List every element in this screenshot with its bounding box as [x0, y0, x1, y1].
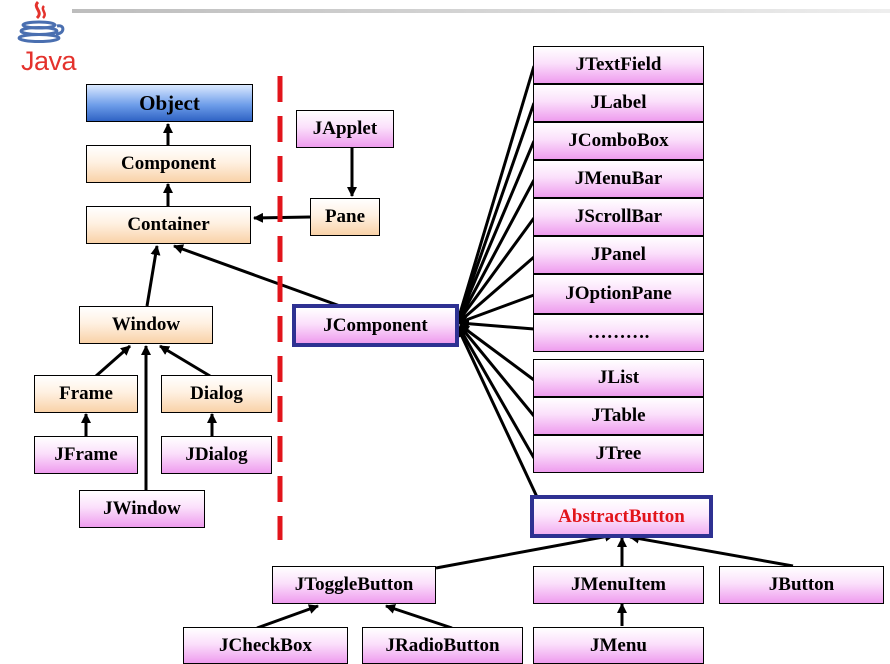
node-jwindow: JWindow	[79, 490, 205, 528]
node-container: Container	[86, 206, 251, 244]
java-cup-icon	[17, 0, 65, 43]
node-dialog: Dialog	[161, 375, 272, 413]
node-abstractbutton: AbstractButton	[530, 495, 713, 538]
node-object: Object	[86, 84, 253, 122]
node-jtogglebutton: JToggleButton	[272, 566, 436, 604]
node-jmenubar: JMenuBar	[533, 160, 704, 198]
header-rule	[72, 9, 890, 13]
node-jtextfield: JTextField	[533, 46, 704, 84]
node-jpanel: JPanel	[533, 236, 704, 274]
node-jcombobox: JComboBox	[533, 122, 704, 160]
node-japplet: JApplet	[296, 110, 394, 148]
node-joptionpane: JOptionPane	[533, 274, 704, 314]
node-jframe: JFrame	[34, 436, 138, 474]
node-pane: Pane	[310, 198, 380, 236]
node-jscrollbar: JScrollBar	[533, 198, 704, 236]
node-jtable: JTable	[533, 397, 704, 435]
node-window: Window	[79, 306, 213, 344]
java-logo-text: Java	[21, 46, 77, 76]
node-frame: Frame	[34, 375, 138, 413]
node-jlist: JList	[533, 359, 704, 397]
node-component: Component	[86, 145, 251, 183]
node-jlabel: JLabel	[533, 84, 704, 122]
node-jmenu: JMenu	[533, 627, 704, 664]
node-jbutton: JButton	[719, 566, 884, 604]
node-ellipsis: ……….	[533, 314, 704, 352]
java-logo: Java	[10, 0, 77, 82]
node-jcheckbox: JCheckBox	[183, 627, 348, 664]
node-jtree: JTree	[533, 435, 704, 473]
node-jradiobutton: JRadioButton	[362, 627, 523, 664]
node-jmenuitem: JMenuItem	[533, 566, 704, 604]
node-jdialog: JDialog	[161, 436, 272, 474]
node-jcomponent: JComponent	[292, 304, 459, 347]
